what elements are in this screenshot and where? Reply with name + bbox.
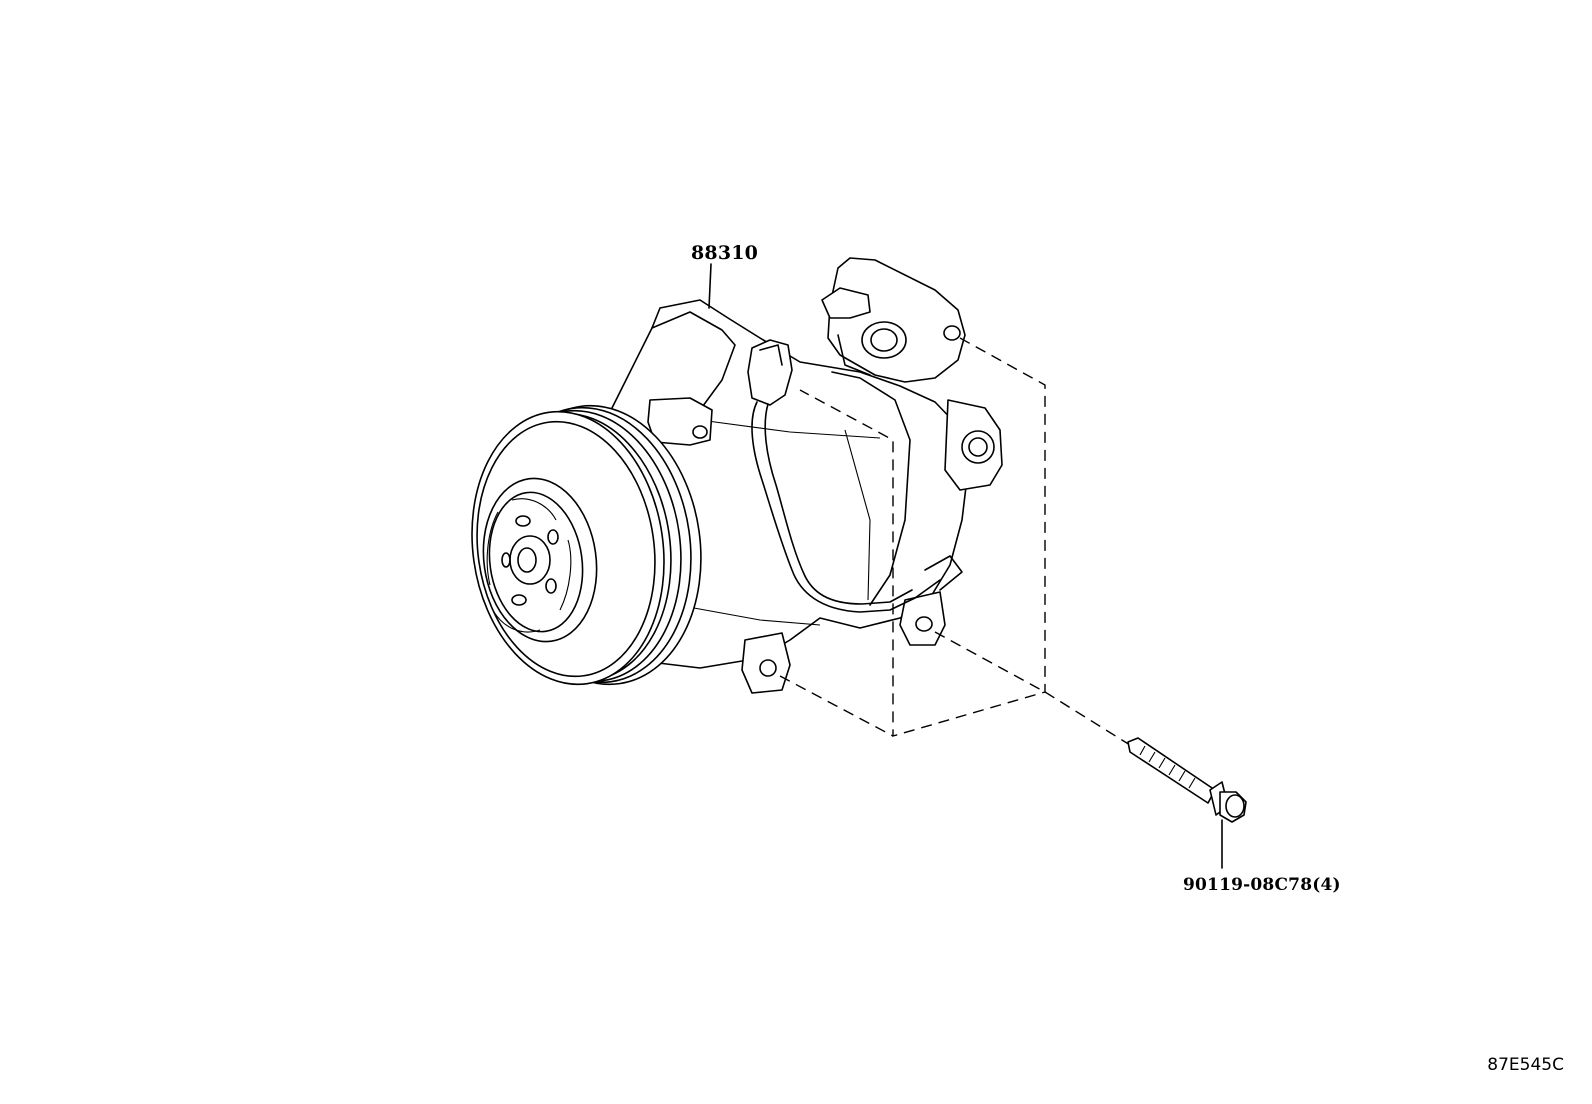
part-number-compressor[interactable]: 88310 <box>691 242 759 264</box>
mounting-plane <box>779 337 1131 746</box>
suction-discharge-port <box>821 257 966 383</box>
diagram-reference-code: 87E545C <box>1487 1055 1564 1075</box>
clutch-pulley <box>471 404 702 686</box>
bolt-icon <box>1127 737 1247 823</box>
wire-harness <box>647 339 963 613</box>
lower-mount-ears <box>741 591 946 694</box>
part-number-bolt[interactable]: 90119-08C78(4) <box>1183 875 1341 895</box>
side-mount-ear <box>944 399 1003 491</box>
leader-line-compressor <box>708 263 712 309</box>
